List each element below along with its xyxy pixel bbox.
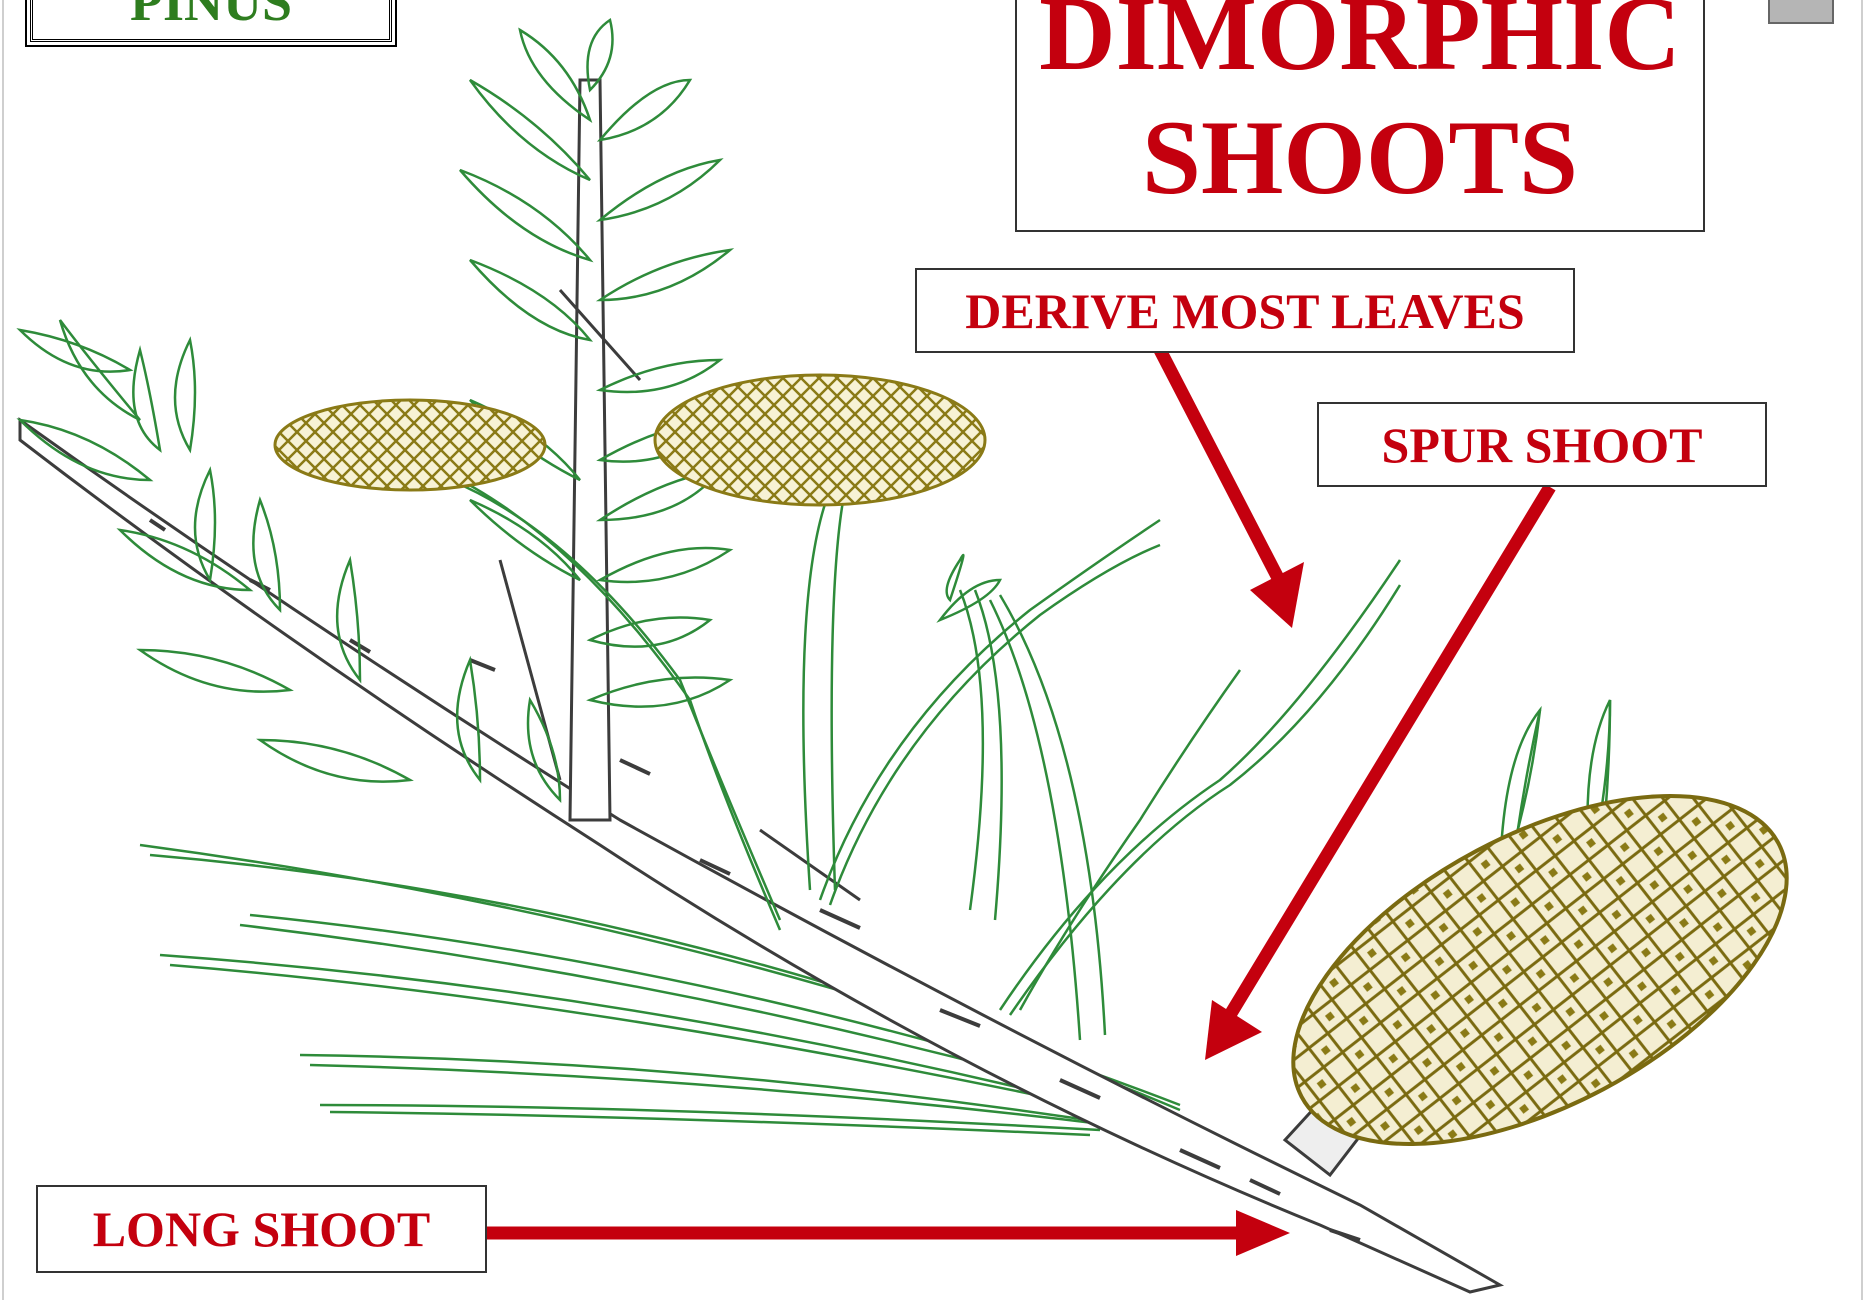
corner-button[interactable] bbox=[1768, 0, 1834, 24]
genus-label: PINUS bbox=[130, 0, 292, 29]
slide-title-line1: DIMORPHIC bbox=[1039, 0, 1681, 96]
genus-label-box: PINUS bbox=[30, 0, 392, 42]
arrow-derive-leaves bbox=[1160, 350, 1278, 578]
label-long-shoot: LONG SHOOT bbox=[36, 1185, 487, 1273]
label-spur-shoot: SPUR SHOOT bbox=[1317, 402, 1767, 487]
label-derive-text: DERIVE MOST LEAVES bbox=[965, 282, 1524, 340]
male-cone-clusters bbox=[275, 375, 985, 505]
main-stem bbox=[20, 80, 1500, 1292]
label-spur-text: SPUR SHOOT bbox=[1382, 416, 1703, 474]
slide-title-line2: SHOOTS bbox=[1142, 96, 1578, 220]
slide-title-box: DIMORPHIC SHOOTS bbox=[1015, 0, 1705, 232]
female-pine-cone bbox=[1238, 724, 1842, 1216]
label-long-text: LONG SHOOT bbox=[93, 1200, 431, 1258]
arrow-long-shoot-head bbox=[1236, 1210, 1290, 1256]
label-derive-most-leaves: DERIVE MOST LEAVES bbox=[915, 268, 1575, 353]
